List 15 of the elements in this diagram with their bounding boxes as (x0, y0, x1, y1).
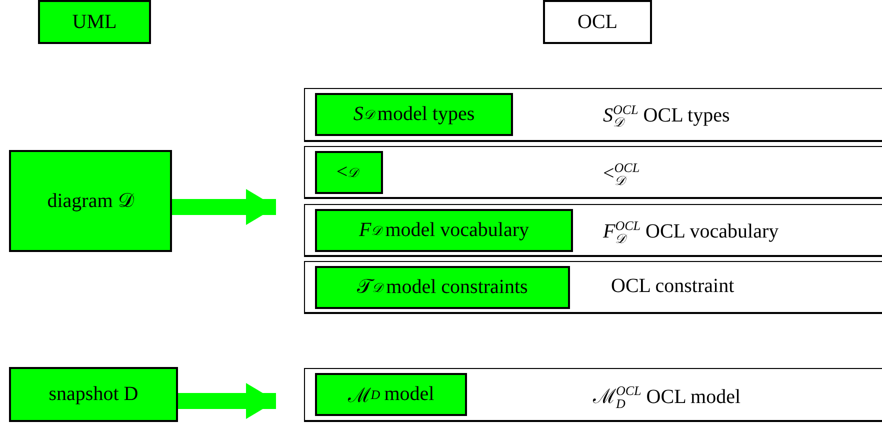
label-box: OCL (543, 0, 652, 44)
row-panel (304, 88, 882, 142)
row-panel (304, 146, 882, 199)
row-panel (304, 261, 882, 314)
row-panel (304, 204, 882, 257)
row-text: S$_{𝒟}$$^{OCL}$ OCL types (603, 102, 730, 131)
label-box: diagram 𝒟 (9, 150, 172, 252)
row-text: F$_{𝒟}$$^{OCL}$ OCL vocabulary (603, 218, 779, 247)
block-arrow (172, 189, 276, 225)
label-box: UML (38, 0, 151, 44)
label-box: snapshot D (9, 367, 178, 422)
block-arrow (178, 383, 276, 419)
row-text: OCL constraint (611, 275, 734, 298)
row-panel (304, 368, 882, 422)
row-text: ℳ$_{D}$$^{OCL}$ OCL model (593, 382, 741, 412)
